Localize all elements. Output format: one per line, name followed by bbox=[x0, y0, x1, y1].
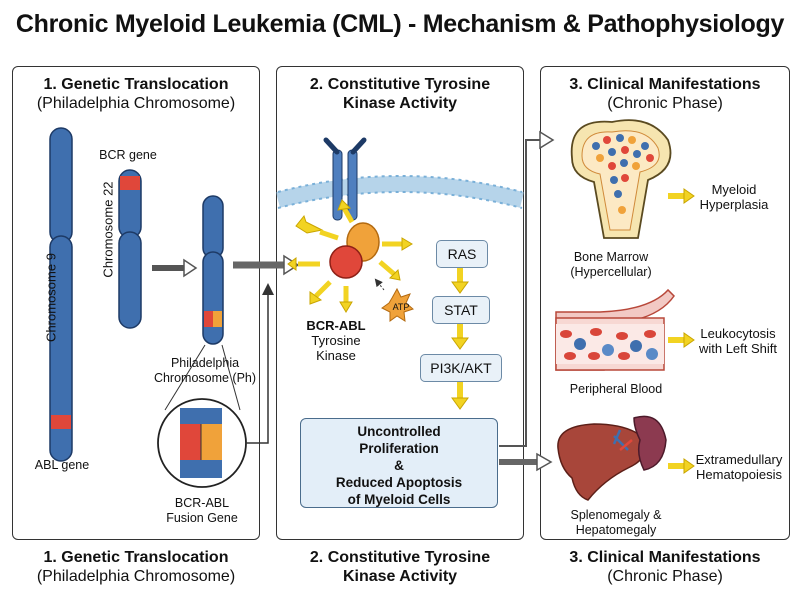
panel3-heading: 3. Clinical Manifestations (Chronic Phas… bbox=[541, 75, 789, 113]
philadelphia-chromosome-icon bbox=[202, 195, 224, 345]
footer1-line2: (Philadelphia Chromosome) bbox=[36, 568, 236, 585]
panel3-heading-line2: (Chronic Phase) bbox=[607, 95, 723, 112]
activation-arrows-icon bbox=[287, 199, 413, 313]
panel1-heading-line2: (Philadelphia Chromosome) bbox=[36, 95, 236, 112]
ras-node: RAS bbox=[436, 240, 488, 268]
outcome-line5: of Myeloid Cells bbox=[347, 492, 451, 507]
leukocytosis-label: Leukocytosis with Left Shift bbox=[690, 326, 786, 356]
footer-caption-3: 3. Clinical Manifestations (Chronic Phas… bbox=[540, 548, 790, 586]
atp-label: ATP bbox=[392, 302, 410, 312]
receptor-icon bbox=[323, 137, 367, 221]
organ-label-line1: Splenomegaly & bbox=[570, 508, 662, 522]
outcome-line1: Uncontrolled bbox=[357, 424, 441, 439]
footer-caption-2: 2. Constitutive Tyrosine Kinase Activity bbox=[276, 548, 524, 586]
philadelphia-label-line1: Philadelphia bbox=[170, 356, 240, 370]
fusion-gene-magnifier-icon bbox=[157, 398, 247, 488]
blood-vessel-icon bbox=[555, 288, 675, 371]
chromosome-9-icon bbox=[49, 127, 73, 462]
footer1-line1: 1. Genetic Translocation bbox=[43, 549, 229, 566]
outcome-line4: Reduced Apoptosis bbox=[335, 475, 463, 490]
bone-marrow-icon bbox=[570, 119, 672, 239]
outcome-line3: & bbox=[394, 458, 404, 473]
extra-label-line1: Extramedullary bbox=[695, 452, 783, 467]
fusion-gene-label-line2: Fusion Gene bbox=[166, 511, 238, 525]
fusion-gene-label-line1: BCR-ABL bbox=[174, 496, 230, 510]
kinase-label-line1: BCR-ABL bbox=[306, 318, 366, 333]
philadelphia-label: Philadelphia Chromosome (Ph) bbox=[150, 356, 260, 386]
stat-node: STAT bbox=[432, 296, 490, 324]
chromosome-9-label: Chromosome 9 bbox=[43, 253, 59, 342]
chromosome-22-label: Chromosome 22 bbox=[100, 181, 116, 278]
kinase-label-line2: Tyrosine bbox=[311, 333, 361, 348]
panel2-heading: 2. Constitutive Tyrosine Kinase Activity bbox=[277, 75, 523, 113]
panel1-heading: 1. Genetic Translocation (Philadelphia C… bbox=[13, 75, 259, 113]
outcome-box: Uncontrolled Proliferation & Reduced Apo… bbox=[300, 418, 498, 508]
organ-label-line2: Hepatomegaly bbox=[575, 523, 657, 537]
panel3-heading-line1: 3. Clinical Manifestations bbox=[569, 76, 761, 93]
leuko-label-line2: with Left Shift bbox=[698, 341, 778, 356]
pi3k-akt-node: PI3K/AKT bbox=[420, 354, 502, 382]
kinase-label: BCR-ABL Tyrosine Kinase bbox=[296, 318, 376, 363]
philadelphia-label-line2: Chromosome (Ph) bbox=[153, 371, 257, 385]
myeloid-hyperplasia-label: Myeloid Hyperplasia bbox=[692, 182, 776, 212]
myeloid-label-line2: Hyperplasia bbox=[699, 197, 769, 212]
bcr-abl-kinase-icon bbox=[329, 222, 380, 279]
footer2-line2: Kinase Activity bbox=[342, 568, 458, 585]
pathway-arrows-icon bbox=[451, 266, 469, 410]
abl-gene-label: ABL gene bbox=[34, 458, 90, 472]
panel2-heading-line2: Kinase Activity bbox=[342, 95, 458, 112]
organomegaly-label: Splenomegaly & Hepatomegaly bbox=[556, 508, 676, 538]
extra-label-line2: Hematopoiesis bbox=[696, 467, 782, 482]
diagram-title: Chronic Myeloid Leukemia (CML) - Mechani… bbox=[15, 10, 785, 38]
myeloid-label-line1: Myeloid bbox=[711, 182, 757, 197]
outcome-line2: Proliferation bbox=[359, 441, 439, 456]
fusion-gene-label: BCR-ABL Fusion Gene bbox=[150, 496, 254, 526]
peripheral-blood-label: Peripheral Blood bbox=[569, 382, 663, 396]
blood-cells-icon bbox=[560, 328, 658, 360]
extramedullary-label: Extramedullary Hematopoiesis bbox=[690, 452, 788, 482]
panel2-heading-line1: 2. Constitutive Tyrosine bbox=[309, 76, 491, 93]
liver-spleen-icon bbox=[557, 415, 667, 501]
panel1-heading-line1: 1. Genetic Translocation bbox=[43, 76, 229, 93]
bcr-gene-label: BCR gene bbox=[99, 148, 157, 162]
bone-marrow-label-line2: (Hypercellular) bbox=[570, 265, 652, 279]
atp-icon bbox=[374, 278, 414, 322]
bone-marrow-label-line1: Bone Marrow bbox=[573, 250, 649, 264]
footer3-line2: (Chronic Phase) bbox=[607, 568, 723, 585]
footer2-line1: 2. Constitutive Tyrosine bbox=[309, 549, 491, 566]
cell-membrane-icon bbox=[275, 175, 525, 209]
marrow-cells-icon bbox=[592, 134, 654, 214]
kinase-label-line3: Kinase bbox=[316, 348, 356, 363]
footer3-line1: 3. Clinical Manifestations bbox=[569, 549, 761, 566]
chromosome-22-icon bbox=[118, 169, 142, 329]
bone-marrow-label: Bone Marrow (Hypercellular) bbox=[556, 250, 666, 280]
footer-caption-1: 1. Genetic Translocation (Philadelphia C… bbox=[12, 548, 260, 586]
leuko-label-line1: Leukocytosis bbox=[700, 326, 776, 341]
